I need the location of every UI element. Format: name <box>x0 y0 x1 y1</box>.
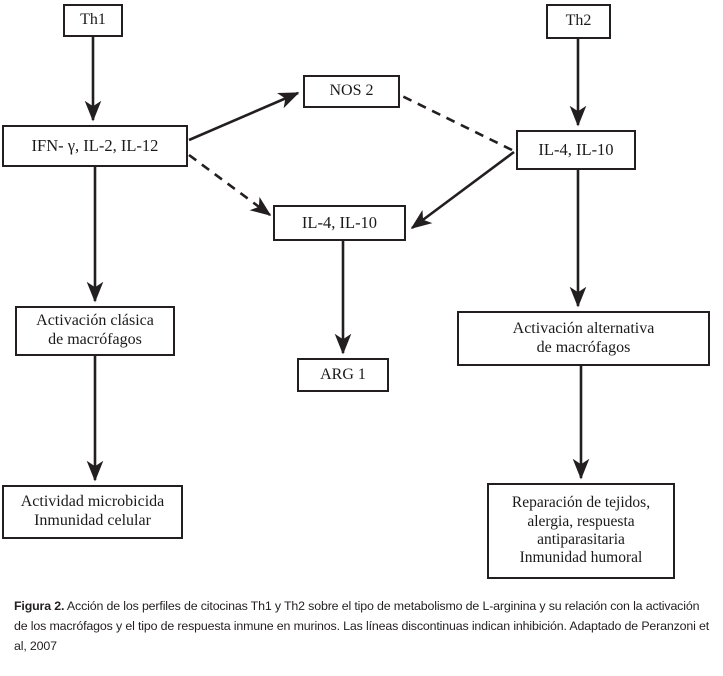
edge-ifn-inhibits-il410-center <box>188 153 272 217</box>
node-activacion-clasica-label: Activación clásica de macrófagos <box>36 312 154 348</box>
edge-ifn-to-nos2 <box>188 91 300 142</box>
node-activacion-alternativa[interactable]: Activación alternativa de macrófagos <box>457 311 710 366</box>
node-nos2-label: NOS 2 <box>329 82 374 100</box>
figure-caption-lead: Figura 2. <box>14 599 65 613</box>
node-th2-label: Th2 <box>565 12 592 30</box>
node-actividad-microbicida-label: Actividad microbicida Inmunidad celular <box>20 493 165 529</box>
node-reparacion-tejidos-label: Reparación de tejidos, alergia, respuest… <box>511 494 651 567</box>
edge-layer <box>84 37 590 482</box>
figure-caption-body: Acción de los perfiles de citocinas Th1 … <box>14 599 710 654</box>
node-ifn-gamma-il2-il12-label: IFN- γ, IL-2, IL-12 <box>31 136 159 156</box>
diagram-canvas: Th1 Th2 IFN- γ, IL-2, IL-12 NOS 2 IL-4, … <box>2 4 710 579</box>
node-ifn-gamma-il2-il12[interactable]: IFN- γ, IL-2, IL-12 <box>2 125 188 167</box>
node-reparacion-tejidos[interactable]: Reparación de tejidos, alergia, respuest… <box>487 483 675 579</box>
node-activacion-clasica[interactable]: Activación clásica de macrófagos <box>15 306 175 356</box>
node-nos2[interactable]: NOS 2 <box>303 75 400 108</box>
node-actividad-microbicida[interactable]: Actividad microbicida Inmunidad celular <box>2 485 183 539</box>
node-il4-il10-center-label: IL-4, IL-10 <box>301 213 378 233</box>
node-th1-label: Th1 <box>80 11 106 29</box>
node-arg1[interactable]: ARG 1 <box>297 358 389 392</box>
node-th2[interactable]: Th2 <box>546 4 611 39</box>
node-arg1-label: ARG 1 <box>320 365 366 383</box>
node-th1[interactable]: Th1 <box>63 4 123 37</box>
edge-il410-right-to-il410-center <box>410 150 515 230</box>
node-il4-il10-right-label: IL-4, IL-10 <box>538 140 614 160</box>
node-il4-il10-center[interactable]: IL-4, IL-10 <box>273 205 406 241</box>
node-il4-il10-right[interactable]: IL-4, IL-10 <box>516 130 636 170</box>
node-activacion-alternativa-label: Activación alternativa de macrófagos <box>512 319 655 356</box>
edge-il410-right-inhibits-nos2 <box>401 94 513 152</box>
figure-caption: Figura 2. Acción de los perfiles de cito… <box>14 596 710 656</box>
